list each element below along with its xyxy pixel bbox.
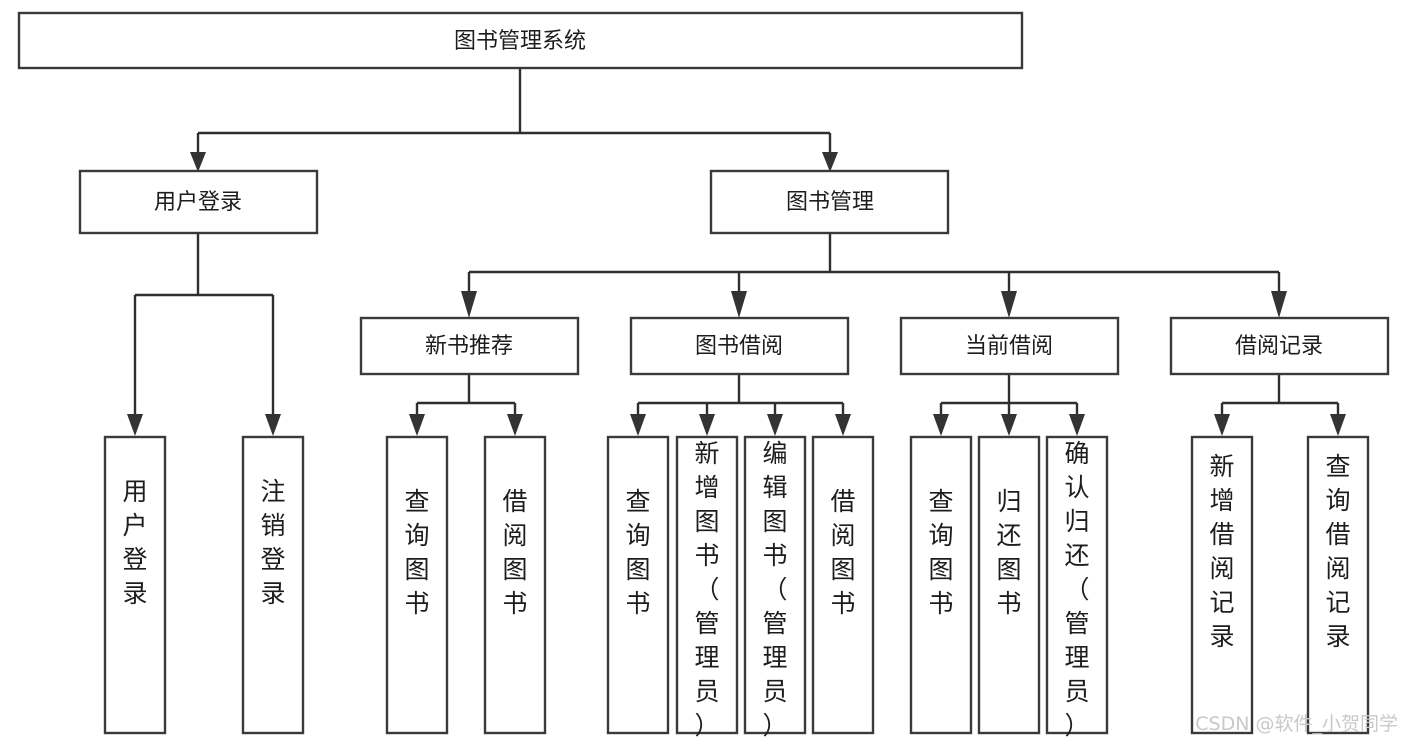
leaf-user-login-rect[interactable] <box>103 435 167 735</box>
node-book-manage[interactable]: 图书管理 <box>709 169 950 235</box>
node-user-login-label: 用户登录 <box>154 190 242 215</box>
node-root-label: 图书管理系统 <box>454 29 586 54</box>
node-borrow-record-rect[interactable] <box>1169 316 1390 376</box>
leaf-query-record-rect[interactable] <box>1306 435 1370 735</box>
arrowhead-new-book-recommend <box>461 291 477 318</box>
node-borrow-record[interactable]: 借阅记录 <box>1169 316 1390 376</box>
leaf-borrow-book-1[interactable]: 借阅图书 <box>483 435 547 735</box>
csdn-watermark: CSDN @软件_小贺同学 <box>1195 713 1398 735</box>
node-current-borrow-rect[interactable] <box>899 316 1120 376</box>
leaf-query-record[interactable]: 查询借阅记录 <box>1306 435 1370 735</box>
node-new-book-recommend-rect[interactable] <box>359 316 580 376</box>
leaf-add-record[interactable]: 新增借阅记录 <box>1190 435 1254 735</box>
leaf-query-book-3[interactable]: 查询图书 <box>909 435 973 735</box>
leaf-return-book-label: 归还图书 <box>996 487 1021 618</box>
leaf-borrow-book-2-label: 借阅图书 <box>830 487 855 618</box>
connector-book-manage-bus <box>467 233 1281 295</box>
leaf-confirm-return-rect[interactable] <box>1045 435 1109 735</box>
arrowhead-leaf-borrow-book-1 <box>507 414 523 436</box>
arrowhead-leaf-user-login <box>127 414 143 436</box>
arrowhead-leaf-add-record <box>1214 414 1230 436</box>
leaf-borrow-book-2-rect[interactable] <box>811 435 875 735</box>
arrowhead-leaf-edit-book <box>767 414 783 436</box>
connector-root-bus <box>198 68 830 135</box>
leaf-confirm-return[interactable]: 确认归还（管理员） <box>1045 435 1109 740</box>
leaf-query-book-1[interactable]: 查询图书 <box>385 435 449 735</box>
connector-user-login-bus <box>133 233 275 418</box>
node-book-manage-rect[interactable] <box>709 169 950 235</box>
leaf-logout-login-rect[interactable] <box>241 435 305 735</box>
arrowhead-leaf-query-record <box>1330 414 1346 436</box>
node-book-borrow-label: 图书借阅 <box>695 334 783 359</box>
leaf-query-book-3-label: 查询图书 <box>928 487 953 618</box>
leaf-return-book[interactable]: 归还图书 <box>977 435 1041 735</box>
node-new-book-recommend-label: 新书推荐 <box>425 334 513 359</box>
leaf-query-book-2[interactable]: 查询图书 <box>606 435 670 735</box>
leaf-add-book-label: 新增图书（管理员） <box>694 439 719 740</box>
arrowhead-current-borrow <box>1001 291 1017 318</box>
connector-current-borrow-bus <box>939 374 1079 418</box>
arrowhead-leaf-logout-login <box>265 414 281 436</box>
leaf-confirm-return-label: 确认归还（管理员） <box>1064 439 1089 740</box>
leaf-query-book-3-rect[interactable] <box>909 435 973 735</box>
arrowhead-leaf-query-book-1 <box>409 414 425 436</box>
node-book-borrow[interactable]: 图书借阅 <box>629 316 850 376</box>
connector-layer <box>127 68 1346 436</box>
arrowhead-leaf-return-book <box>1001 414 1017 436</box>
arrowhead-book-manage <box>822 152 838 172</box>
arrowhead-borrow-record <box>1271 291 1287 318</box>
arrowhead-leaf-borrow-book-2 <box>835 414 851 436</box>
leaf-query-book-2-label: 查询图书 <box>625 487 650 618</box>
leaf-query-record-label: 查询借阅记录 <box>1325 452 1350 651</box>
leaf-add-record-label: 新增借阅记录 <box>1209 452 1234 651</box>
leaf-add-book[interactable]: 新增图书（管理员） <box>675 435 739 740</box>
arrowhead-leaf-query-book-3 <box>933 414 949 436</box>
leaf-query-book-2-rect[interactable] <box>606 435 670 735</box>
node-borrow-record-label: 借阅记录 <box>1235 334 1323 359</box>
leaf-add-book-rect[interactable] <box>675 435 739 735</box>
leaf-add-record-rect[interactable] <box>1190 435 1254 735</box>
connector-book-borrow-bus <box>636 374 845 418</box>
node-user-login[interactable]: 用户登录 <box>78 169 319 235</box>
node-new-book-recommend[interactable]: 新书推荐 <box>359 316 580 376</box>
arrowhead-leaf-confirm-return <box>1069 414 1085 436</box>
node-root-rect[interactable] <box>17 11 1024 70</box>
arrowhead-user-login <box>190 152 206 172</box>
connector-borrow-record-bus <box>1220 374 1340 418</box>
node-user-login-rect[interactable] <box>78 169 319 235</box>
leaf-user-login-label: 用户登录 <box>122 477 147 608</box>
node-book-borrow-rect[interactable] <box>629 316 850 376</box>
node-root[interactable]: 图书管理系统 <box>17 11 1024 70</box>
leaf-borrow-book-1-rect[interactable] <box>483 435 547 735</box>
connector-new-book-bus <box>415 374 517 418</box>
leaf-logout-login-label: 注销登录 <box>260 477 285 608</box>
leaf-return-book-rect[interactable] <box>977 435 1041 735</box>
leaf-logout-login[interactable]: 注销登录 <box>241 435 305 735</box>
leaf-user-login[interactable]: 用户登录 <box>103 435 167 735</box>
node-current-borrow[interactable]: 当前借阅 <box>899 316 1120 376</box>
leaf-edit-book-rect[interactable] <box>743 435 807 735</box>
leaf-borrow-book-2[interactable]: 借阅图书 <box>811 435 875 735</box>
arrowhead-leaf-add-book <box>699 414 715 436</box>
arrowhead-book-borrow <box>731 291 747 318</box>
leaf-edit-book-label: 编辑图书（管理员） <box>762 439 787 740</box>
arrowhead-leaf-query-book-2 <box>630 414 646 436</box>
node-current-borrow-label: 当前借阅 <box>965 334 1053 359</box>
leaf-query-book-1-label: 查询图书 <box>404 487 429 618</box>
node-book-manage-label: 图书管理 <box>786 190 874 215</box>
leaf-query-book-1-rect[interactable] <box>385 435 449 735</box>
leaf-borrow-book-1-label: 借阅图书 <box>502 487 527 618</box>
leaf-edit-book[interactable]: 编辑图书（管理员） <box>743 435 807 740</box>
